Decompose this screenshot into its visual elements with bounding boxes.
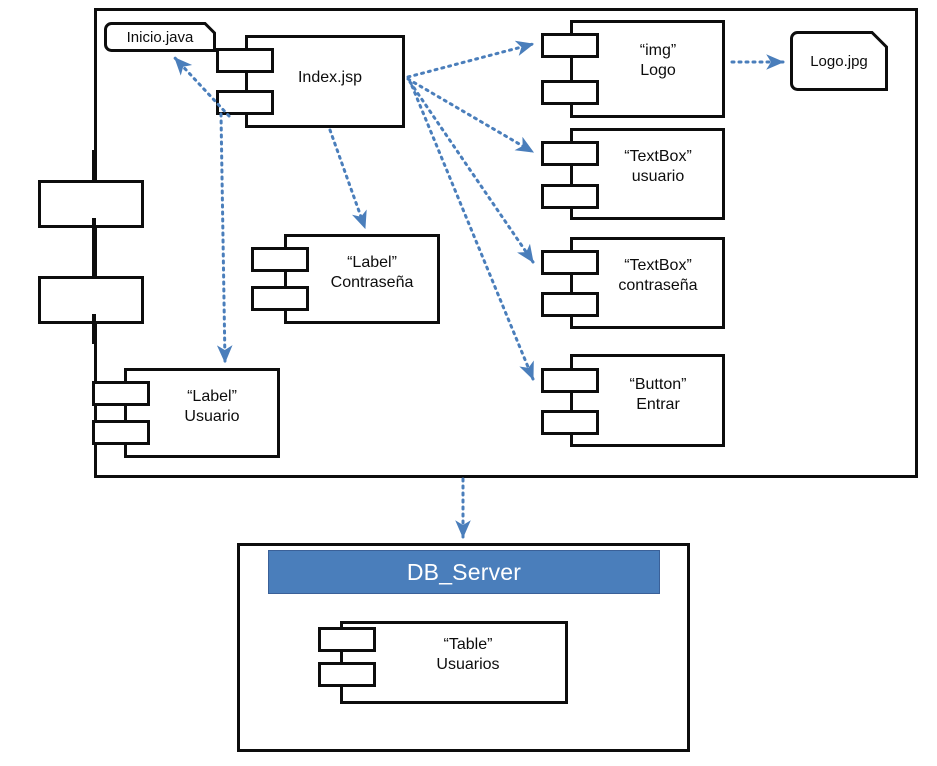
component-tab-lower <box>318 662 376 687</box>
component-tab-lower <box>216 90 274 115</box>
component-tab-lower <box>251 286 309 311</box>
document-icon <box>790 31 888 91</box>
artifact-inicio-java[interactable]: Inicio.java <box>104 22 216 52</box>
component-tab-lower <box>541 184 599 209</box>
stub-line-middle <box>92 218 96 280</box>
component-table-usuarios-label: “Table” Usuarios <box>436 636 500 674</box>
component-textbox-contrasena-label: “TextBox” contraseña <box>618 257 698 295</box>
component-tab-upper <box>541 33 599 58</box>
component-tab-upper <box>541 141 599 166</box>
artifact-logo-jpg-label: Logo.jpg <box>810 52 868 70</box>
component-label-usuario-body <box>124 368 280 458</box>
component-tab-lower <box>541 410 599 435</box>
artifact-inicio-java-label: Inicio.java <box>126 28 194 46</box>
component-label-contrasena-label: “Label” Contraseña <box>330 254 414 292</box>
component-tab-lower <box>92 420 150 445</box>
stub-rect-upper <box>38 180 144 228</box>
component-tab-upper <box>251 247 309 272</box>
component-tab-lower <box>541 80 599 105</box>
document-icon <box>104 22 216 52</box>
stub-line-bottom <box>92 314 96 344</box>
db-server-title: DB_Server <box>406 558 522 585</box>
component-textbox-usuario-label: “TextBox” usuario <box>624 148 692 186</box>
db-server-header: DB_Server <box>268 550 660 594</box>
artifact-logo-jpg[interactable]: Logo.jpg <box>790 31 888 91</box>
stub-line-top <box>92 150 96 184</box>
db-server-container-box <box>237 543 690 752</box>
component-tab-upper <box>92 381 150 406</box>
stub-rect-lower <box>38 276 144 324</box>
component-index-jsp-label: Index.jsp <box>297 69 363 86</box>
component-img-logo-label: “img” Logo <box>639 42 677 80</box>
component-tab-upper <box>318 627 376 652</box>
component-button-entrar-label: “Button” Entrar <box>629 376 687 414</box>
component-table-usuarios-body <box>340 621 568 704</box>
component-tab-lower <box>541 292 599 317</box>
component-label-usuario-label: “Label” Usuario <box>184 388 240 426</box>
component-tab-upper <box>541 250 599 275</box>
component-tab-upper <box>541 368 599 393</box>
